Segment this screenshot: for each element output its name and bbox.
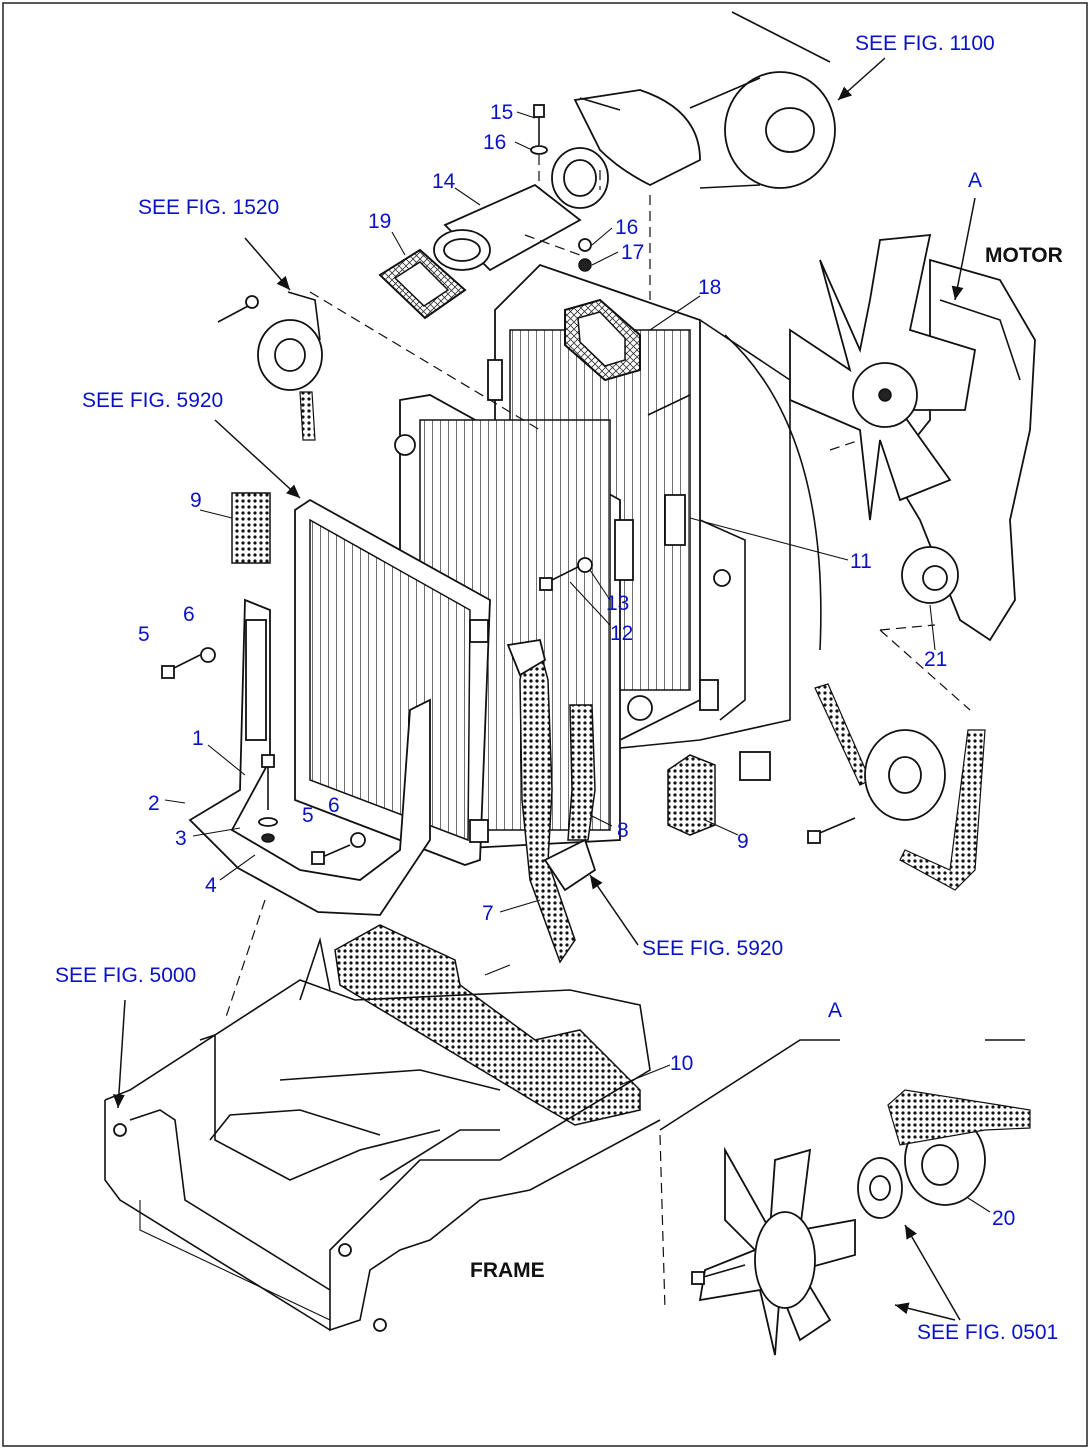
foam-strip-10 (334, 924, 641, 1126)
screw-5-left (161, 647, 216, 679)
detail-a-label-top: A (968, 169, 982, 192)
fan-clutch (857, 1157, 903, 1219)
frame-label: FRAME (470, 1259, 545, 1282)
callout-5-left: 5 (138, 623, 150, 646)
detail-a-label-bottom: A (828, 999, 842, 1022)
callout-9-right: 9 (737, 830, 749, 853)
callout-21: 21 (924, 648, 947, 671)
callout-6-left: 6 (183, 603, 195, 626)
ref-fig-5000[interactable]: SEE FIG. 5000 (55, 964, 196, 987)
callout-6-right: 6 (328, 794, 340, 817)
callout-11: 11 (850, 550, 872, 573)
callout-2: 2 (148, 792, 160, 815)
detail-fan (691, 1146, 856, 1356)
foam-pad-9-right (667, 754, 716, 836)
bolt-2-3 (258, 754, 278, 843)
engine-motor (888, 258, 1036, 642)
foam-pad-9-left (231, 492, 271, 564)
gasket-19 (378, 248, 467, 320)
clamp-11 (664, 494, 686, 546)
pulley-20 (887, 1089, 1031, 1206)
callout-3: 3 (175, 827, 187, 850)
callout-20: 20 (992, 1207, 1015, 1230)
ref-fig-0501[interactable]: SEE FIG. 0501 (917, 1321, 1058, 1344)
callout-14: 14 (432, 170, 456, 193)
callout-4: 4 (205, 874, 217, 897)
callout-7: 7 (482, 902, 494, 925)
callout-18: 18 (698, 276, 721, 299)
screw-5-right (311, 832, 366, 865)
pulley-21 (807, 729, 946, 844)
callout-19: 19 (368, 210, 391, 233)
ref-fig-5920-top[interactable]: SEE FIG. 5920 (82, 389, 223, 412)
callout-15: 15 (490, 101, 513, 124)
callout-10: 10 (670, 1052, 693, 1075)
callout-17: 17 (621, 241, 644, 264)
v-belt (814, 683, 986, 891)
motor-label: MOTOR (985, 244, 1063, 267)
screw-12-13 (539, 557, 593, 591)
callout-8: 8 (617, 819, 629, 842)
intake-elbow (551, 89, 701, 209)
callout-13: 13 (606, 592, 629, 615)
seal-18 (564, 298, 641, 382)
ref-fig-1100[interactable]: SEE FIG. 1100 (855, 32, 995, 55)
frame (104, 936, 661, 1332)
callout-1: 1 (192, 727, 204, 750)
hose-8 (543, 704, 597, 892)
callout-5-right: 5 (302, 804, 314, 827)
horn (217, 291, 323, 441)
air-hose-14 (433, 183, 582, 272)
ref-fig-1520[interactable]: SEE FIG. 1520 (138, 196, 279, 219)
callout-12: 12 (610, 622, 633, 645)
cooling-fan (789, 233, 977, 521)
air-cleaner (689, 11, 836, 189)
ref-fig-5920-bottom[interactable]: SEE FIG. 5920 (642, 937, 783, 960)
callout-16-top: 16 (483, 131, 506, 154)
callout-9-left: 9 (190, 489, 202, 512)
callout-16-right: 16 (615, 216, 638, 239)
hose-7 (506, 638, 576, 964)
